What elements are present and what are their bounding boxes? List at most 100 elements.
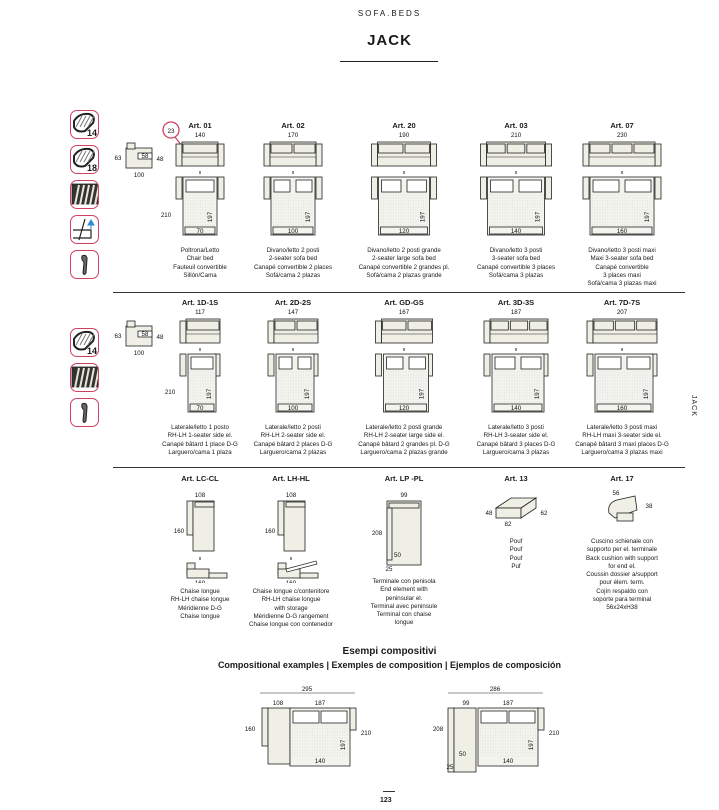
mattress-width-label: 140 xyxy=(511,405,522,412)
seat-label: 58 xyxy=(142,153,149,160)
chaise xyxy=(267,707,291,765)
caption-line: Larguero/cama 2 plazas grande xyxy=(360,448,448,456)
caption-line: Larguero/cama 3 plazas xyxy=(482,448,550,456)
pillow xyxy=(626,356,651,370)
article-code: Art. GD-GS xyxy=(384,298,424,307)
length-label: 160 xyxy=(195,580,206,583)
mattress-width-label: 70 xyxy=(197,228,204,235)
width-label: 108 xyxy=(286,492,297,499)
caption-line: 3 places maxi xyxy=(603,271,641,279)
arm xyxy=(349,707,357,731)
seat-label: 50 xyxy=(459,751,466,758)
article-code: Art. 7D-7S xyxy=(603,298,641,307)
back-cushion xyxy=(611,143,633,154)
right-depth-label: 210 xyxy=(361,730,372,737)
pillow xyxy=(406,179,427,193)
arm xyxy=(217,143,225,167)
bed-length-label: 197 xyxy=(207,211,214,222)
caption-line: RH-LH chaise longue xyxy=(170,596,230,604)
arm xyxy=(261,707,269,747)
foot-rail xyxy=(591,226,653,235)
caption-line: peninsular el. xyxy=(385,594,423,602)
caption-line: Terminal avec peninsule xyxy=(370,602,438,610)
width-label: 147 xyxy=(288,309,299,316)
caption-line: Pouf xyxy=(509,538,523,545)
foot-icon xyxy=(70,250,99,279)
foot-rail xyxy=(489,226,543,235)
side-back xyxy=(126,320,136,328)
foam-14-icon: 14 xyxy=(70,328,99,357)
caption-line: Laterale/letto 3 posti maxi xyxy=(586,424,658,431)
width-label: 140 xyxy=(195,132,206,139)
bed-length-label: 197 xyxy=(420,211,427,222)
back-cushion xyxy=(526,143,545,154)
bed-length-label: 197 xyxy=(304,388,311,399)
width-label: 187 xyxy=(511,309,522,316)
bed-length-label: 197 xyxy=(206,388,213,399)
back-cushion xyxy=(509,320,529,331)
pillow xyxy=(597,356,622,370)
depth-label: 63 xyxy=(115,155,122,162)
caption-line: Poltrona/Letto xyxy=(180,247,220,254)
foot-rail xyxy=(380,226,428,235)
part-width-label: 108 xyxy=(273,700,284,707)
peninsula xyxy=(386,500,422,566)
caption-line: with storage xyxy=(274,604,308,612)
foot-rail xyxy=(493,403,543,412)
pillow xyxy=(278,356,293,370)
depth-label: 208 xyxy=(372,530,383,537)
pillow xyxy=(190,356,214,370)
page-number: 123 xyxy=(380,797,392,804)
caption-line: Fauteuil convertible xyxy=(173,263,227,271)
back-cushion xyxy=(186,320,220,331)
arm xyxy=(186,500,194,536)
caption-line: Sofá/cama 2 plazas grande xyxy=(366,271,442,279)
bed-depth-label: 210 xyxy=(165,389,176,396)
back-cushion xyxy=(293,143,316,154)
seat-label: 50 xyxy=(394,552,401,559)
caption-line: Larguero/cama 3 plazas maxi xyxy=(581,448,663,456)
arm xyxy=(175,143,183,167)
total-width-label: 295 xyxy=(302,686,313,693)
caption-line: Canapé bâtard 2 grandes pl. D-G xyxy=(358,440,450,448)
backrest xyxy=(285,501,306,508)
mattress-label: 140 xyxy=(503,758,514,765)
article-code: Art. 03 xyxy=(504,121,528,130)
caption-line: Pouf xyxy=(509,554,523,562)
caption-line: Terminale con penisola xyxy=(372,578,436,585)
mattress-width-label: 160 xyxy=(617,405,628,412)
chaise xyxy=(283,500,306,552)
caption-line: Divano/letto 2 posti grande xyxy=(367,247,441,254)
back-cushion xyxy=(636,320,657,331)
foot-rail xyxy=(277,403,313,412)
caption-line: Cojín respaldo con xyxy=(596,587,648,595)
arm xyxy=(480,143,487,167)
arm xyxy=(480,176,487,200)
total-width-label: 286 xyxy=(490,686,501,693)
depth-label: 63 xyxy=(115,333,122,340)
foam-density-label: 14 xyxy=(86,128,97,138)
caption-line: longue xyxy=(394,619,414,627)
foot-icon xyxy=(70,398,99,427)
arm xyxy=(267,353,275,377)
peninsula xyxy=(453,707,477,773)
